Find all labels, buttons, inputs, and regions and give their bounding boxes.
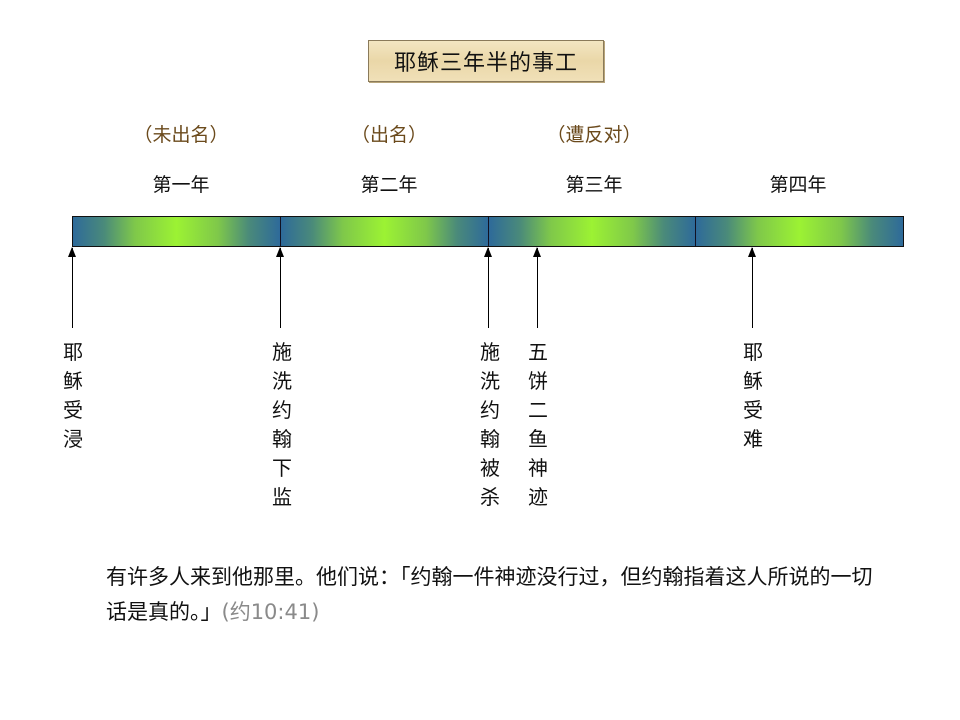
scripture-quote: 有许多人来到他那里。他们说：「约翰一件神迹没行过，但约翰指着这人所说的一切话是真…	[106, 560, 886, 630]
event-label-crucifixion: 耶稣受难	[743, 340, 763, 451]
year-label-4: 第四年	[769, 174, 827, 196]
arrow-up-icon	[484, 247, 492, 328]
timeline-bar	[72, 216, 904, 247]
timeline-segment-year-4	[696, 217, 903, 246]
timeline-segment-year-3	[488, 217, 697, 246]
year-label-1: 第一年	[152, 174, 210, 196]
arrow-up-icon	[68, 247, 76, 328]
quote-reference: (约10:41)	[221, 600, 320, 624]
phase-label-3: （遭反对）	[546, 124, 642, 146]
phase-label-2: （出名）	[350, 124, 428, 146]
year-label-2: 第二年	[360, 174, 418, 196]
timeline-segment-year-1	[73, 217, 281, 246]
arrow-up-icon	[533, 247, 541, 328]
quote-text: 有许多人来到他那里。他们说：「约翰一件神迹没行过，但约翰指着这人所说的一切话是真…	[106, 565, 873, 624]
timeline-segment-year-2	[280, 217, 489, 246]
event-label-feeding-5000: 五饼二鱼神迹	[528, 340, 548, 509]
diagram-title: 耶稣三年半的事工	[368, 40, 604, 82]
arrow-up-icon	[276, 247, 284, 328]
event-label-john-killed: 施洗约翰被杀	[480, 340, 500, 509]
phase-label-1: （未出名）	[133, 124, 229, 146]
arrow-up-icon	[748, 247, 756, 328]
event-label-baptism: 耶稣受浸	[63, 340, 83, 451]
year-label-3: 第三年	[565, 174, 623, 196]
event-label-john-imprisoned: 施洗约翰下监	[272, 340, 292, 509]
